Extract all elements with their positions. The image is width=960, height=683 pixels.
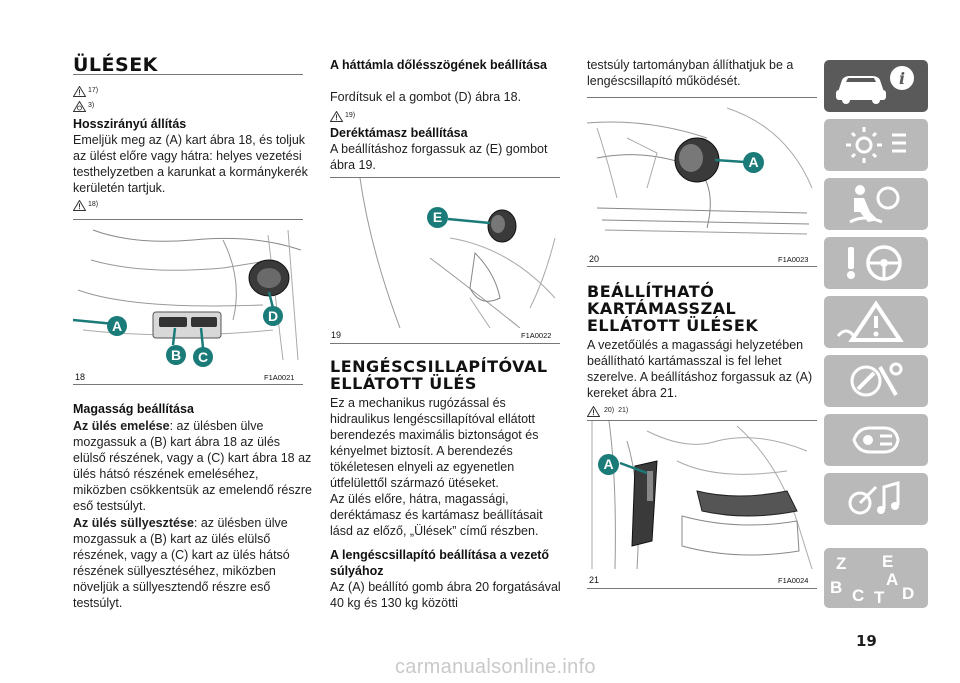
figure-top-rule [587,420,817,421]
multimedia-icon [848,481,900,515]
figure-18-seat-levers: A B C D [73,220,303,370]
warning-triangle-icon [73,199,86,211]
figure-20-suspension-knob: A [587,98,817,250]
warning-ref-text: 17) [88,87,99,94]
service-tools-icon [850,362,903,397]
raise-term: Az ülés emelése [73,419,170,433]
dashboard-lights-icon [846,127,906,163]
heading-backrest: A háttámla dőlésszögének beállítása [330,58,547,72]
paragraph-suspension-intro: Ez a mechanikus rugózással és hidrauliku… [330,396,539,490]
index-letter: T [874,588,885,607]
figure-number: 20 [589,254,600,264]
figure-code: F1A0022 [521,331,552,340]
section-title-seats: ÜLÉSEK [73,54,158,76]
callout-e: E [427,207,448,228]
paragraph-armrest: A vezetőülés a magassági helyzetében beá… [587,338,813,400]
watermark: carmanualsonline.info [395,656,596,678]
warning-ref: 18) [73,199,98,211]
figure-number: 21 [589,575,600,585]
caution-triangle-icon [73,100,86,112]
svg-text:i: i [899,69,905,88]
tab-car-info[interactable]: i [824,60,928,112]
raise-text: : az ülésben ülve mozgassuk a (B) kart á… [73,419,313,513]
figure-top-rule [73,219,303,220]
tab-maintenance[interactable] [824,355,928,407]
title-rule [73,74,303,75]
paragraph-weight-knob: Az (A) beállító gomb ábra 20 forgatásáva… [330,580,561,610]
figure-code: F1A0024 [778,576,809,585]
warning-triangle-icon [330,110,343,122]
heading-lumbar: Deréktámasz beállítása [330,126,468,140]
figure-number: 19 [331,330,342,340]
callout-a: A [107,316,127,336]
heading-longitudinal: Hosszirányú állítás [73,117,187,131]
warning-ref: 3) [73,100,94,112]
tab-emergency[interactable] [824,296,928,348]
index-letter: Z [836,554,847,573]
warning-ref: 17) [73,85,98,97]
warning-triangle-icon [73,85,86,97]
index-letter: B [830,578,843,597]
callout-b: B [166,345,186,365]
tab-starting-driving[interactable] [824,237,928,289]
index-letter: D [902,584,915,603]
warning-ref: 20) 21) [587,405,628,417]
lower-text: : az ülésben ülve mozgassuk a (B) kart a… [73,516,290,610]
paragraph-longitudinal: Emeljük meg az (A) kart ábra 18, és tolj… [73,133,308,195]
tab-multimedia[interactable] [824,473,928,525]
warning-ref-text: 18) [88,201,99,208]
tab-technical-data[interactable] [824,414,928,466]
lower-term: Az ülés süllyesztése [73,516,194,530]
section-title-armrest-seats: BEÁLLÍTHATÓ KARTÁMASSZAL ELLÁTOTT ÜLÉSEK [587,282,759,335]
callout-c: C [193,347,213,367]
paragraph-lower: Az ülés süllyesztése: az ülésben ülve mo… [73,515,313,611]
index-letter: A [886,570,899,589]
warning-ref-text: 19) [345,112,356,119]
figure-top-rule [587,97,817,98]
warning-ref-text: 3) [88,102,95,109]
paragraph-raise: Az ülés emelése: az ülésben ülve mozgass… [73,418,313,514]
figure-code: F1A0023 [778,255,809,264]
technical-data-icon [852,426,900,454]
car-info-icon: i [836,66,914,104]
heading-driver-weight: A lengéscsillapító beállítása a vezető s… [330,548,550,578]
tab-dashboard-lights[interactable] [824,119,928,171]
paragraph-continued: testsúly tartományban állíthatjuk be a l… [587,58,794,88]
heading-height: Magasság beállítása [73,402,194,416]
paragraph-suspension-adjust: Az ülés előre, hátra, magassági, deréktá… [330,492,543,538]
page-number: 19 [856,632,877,650]
paragraph-backrest: Fordítsuk el a gombot (D) ábra 18. [330,90,522,104]
figure-bottom-rule [330,343,560,344]
callout-a: A [598,454,619,475]
paragraph-lumbar: A beállításhoz forgassuk az (E) gombot á… [330,142,548,172]
figure-code: F1A0021 [264,373,295,382]
callout-a: A [743,152,764,173]
callout-d: D [263,306,283,326]
index-letter: E [882,552,894,571]
tab-safety[interactable] [824,178,928,230]
figure-21-armrest-wheel: A [587,421,817,569]
figure-number: 18 [75,372,86,382]
figure-top-rule [330,177,560,178]
tab-index[interactable]: Z E A B C T D [824,548,928,608]
figure-bottom-rule [73,384,303,385]
section-title-suspension-seat: LENGÉSCSILLAPÍTÓVAL ELLÁTOTT ÜLÉS [330,357,548,393]
figure-19-lumbar-knob: E [330,178,560,328]
figure-bottom-rule [587,588,817,589]
warning-ref-text: 21) [618,407,629,414]
warning-triangle-icon [587,405,600,417]
airbag-safety-icon [849,185,900,224]
index-letter: C [852,586,865,605]
figure-bottom-rule [587,266,817,267]
steering-wheel-icon [847,245,902,281]
warning-ref-text: 20) [604,407,615,414]
warning-triangle-icon [836,300,904,342]
warning-ref: 19) [330,110,355,122]
